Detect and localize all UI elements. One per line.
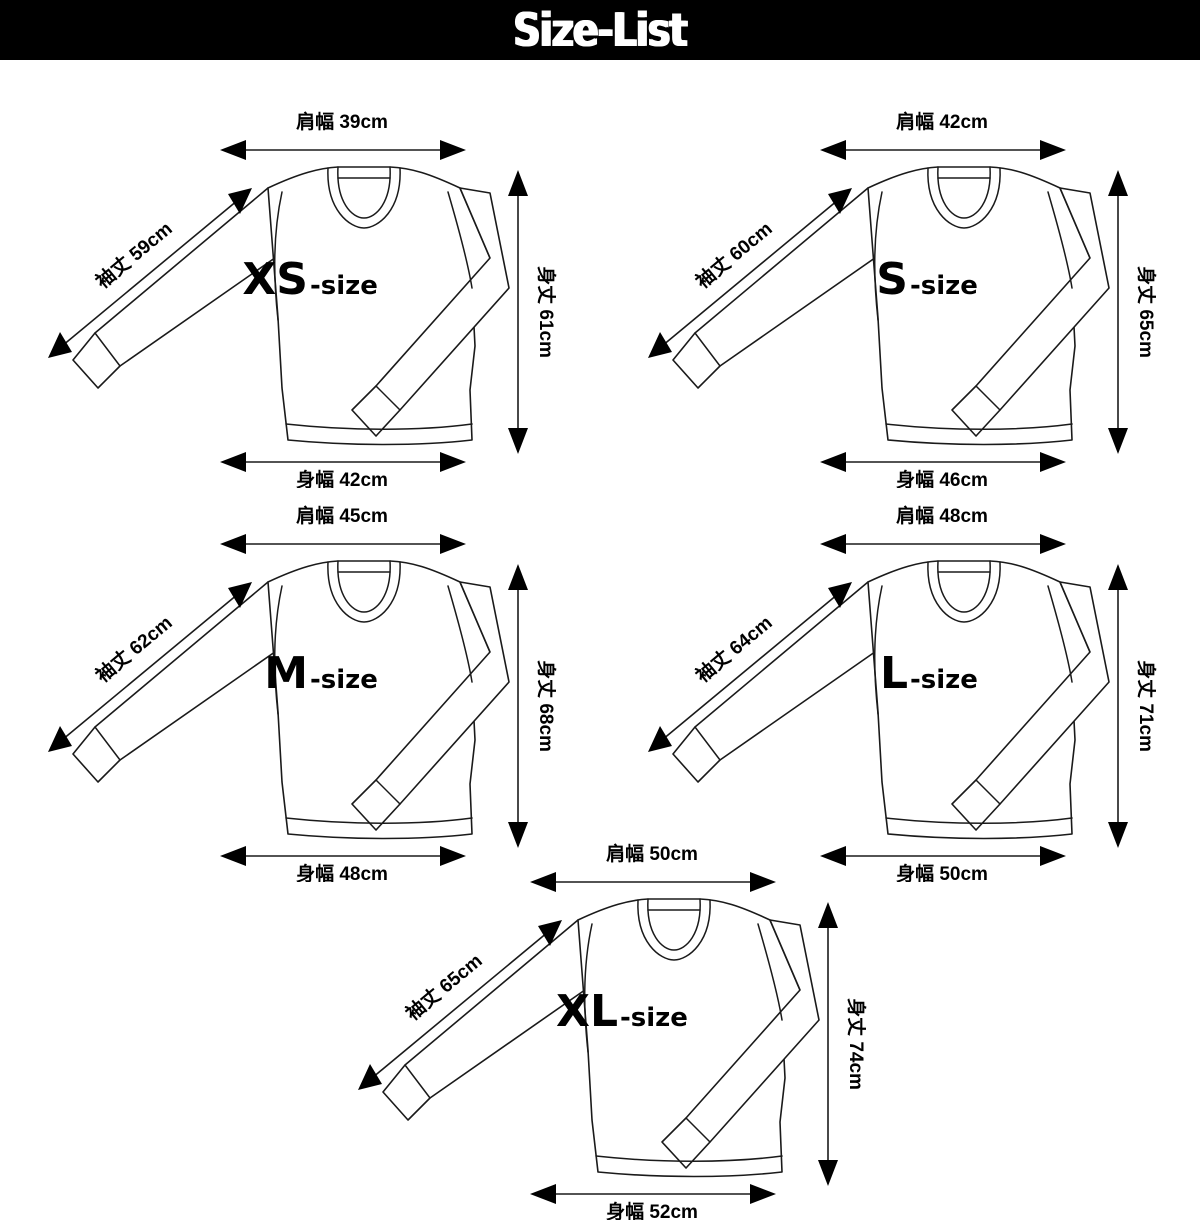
size-panel-xs: 肩幅 39cm 袖丈 59cm 身丈 61cm 身幅 42 xyxy=(20,88,560,488)
size-label-group: L -size xyxy=(880,648,978,699)
dimension-body-width: 身幅 52cm xyxy=(530,1184,776,1220)
dimension-body-length: 身丈 61cm xyxy=(508,170,558,454)
size-panel-m: 肩幅 45cm 袖丈 62cm 身丈 68cm 身幅 48cm xyxy=(20,482,560,882)
size-label-group: M -size xyxy=(264,648,378,699)
body-length-label: 身丈 65cm xyxy=(1135,266,1158,358)
body-width-label: 身幅 50cm xyxy=(896,862,988,882)
dimension-body-width: 身幅 42cm xyxy=(220,452,466,488)
dimension-shoulder: 肩幅 39cm xyxy=(220,110,466,160)
body-length-label: 身丈 61cm xyxy=(535,266,558,358)
body-length-label: 身丈 71cm xyxy=(1135,660,1158,752)
dimension-body-length: 身丈 65cm xyxy=(1108,170,1158,454)
size-name: S xyxy=(876,254,908,305)
size-suffix: -size xyxy=(310,665,378,695)
size-suffix: -size xyxy=(910,665,978,695)
size-panel-l: 肩幅 48cm 袖丈 64cm 身丈 71cm 身幅 50cm xyxy=(620,482,1160,882)
header-banner: Size-List xyxy=(0,0,1200,60)
body-length-label: 身丈 68cm xyxy=(535,660,558,752)
size-name: XS xyxy=(242,254,308,305)
dimension-shoulder: 肩幅 45cm xyxy=(220,504,466,554)
dimension-shoulder: 肩幅 50cm xyxy=(530,842,776,892)
shoulder-width-label: 肩幅 50cm xyxy=(606,842,698,865)
size-name: L xyxy=(880,648,908,699)
shoulder-width-label: 肩幅 39cm xyxy=(296,110,388,133)
page-title: Size-List xyxy=(513,3,687,57)
body-width-label: 身幅 48cm xyxy=(296,862,388,882)
size-chart-area: 肩幅 39cm 袖丈 59cm 身丈 61cm 身幅 42 xyxy=(0,60,1200,1220)
dimension-body-length: 身丈 74cm xyxy=(818,902,868,1186)
body-length-label: 身丈 74cm xyxy=(845,998,868,1090)
size-panel-xl: 肩幅 50cm 袖丈 65cm 身丈 74cm 身幅 52cm xyxy=(330,820,870,1220)
dimension-shoulder: 肩幅 42cm xyxy=(820,110,1066,160)
dimension-body-width: 身幅 46cm xyxy=(820,452,1066,488)
shoulder-width-label: 肩幅 48cm xyxy=(896,504,988,527)
size-suffix: -size xyxy=(620,1003,688,1033)
size-panel-s: 肩幅 42cm 袖丈 60cm 身丈 65cm 身幅 46cm xyxy=(620,88,1160,488)
shoulder-width-label: 肩幅 45cm xyxy=(296,504,388,527)
size-name: XL xyxy=(556,986,618,1037)
body-width-label: 身幅 46cm xyxy=(896,468,988,488)
shoulder-width-label: 肩幅 42cm xyxy=(896,110,988,133)
size-suffix: -size xyxy=(310,271,378,301)
size-label-group: S -size xyxy=(876,254,978,305)
dimension-body-width: 身幅 48cm xyxy=(220,846,466,882)
body-width-label: 身幅 42cm xyxy=(296,468,388,488)
dimension-body-width: 身幅 50cm xyxy=(820,846,1066,882)
dimension-body-length: 身丈 68cm xyxy=(508,564,558,848)
dimension-body-length: 身丈 71cm xyxy=(1108,564,1158,848)
size-suffix: -size xyxy=(910,271,978,301)
size-label-group: XL -size xyxy=(556,986,688,1037)
size-name: M xyxy=(264,648,308,699)
body-width-label: 身幅 52cm xyxy=(606,1200,698,1220)
dimension-shoulder: 肩幅 48cm xyxy=(820,504,1066,554)
size-label-group: XS -size xyxy=(242,254,378,305)
